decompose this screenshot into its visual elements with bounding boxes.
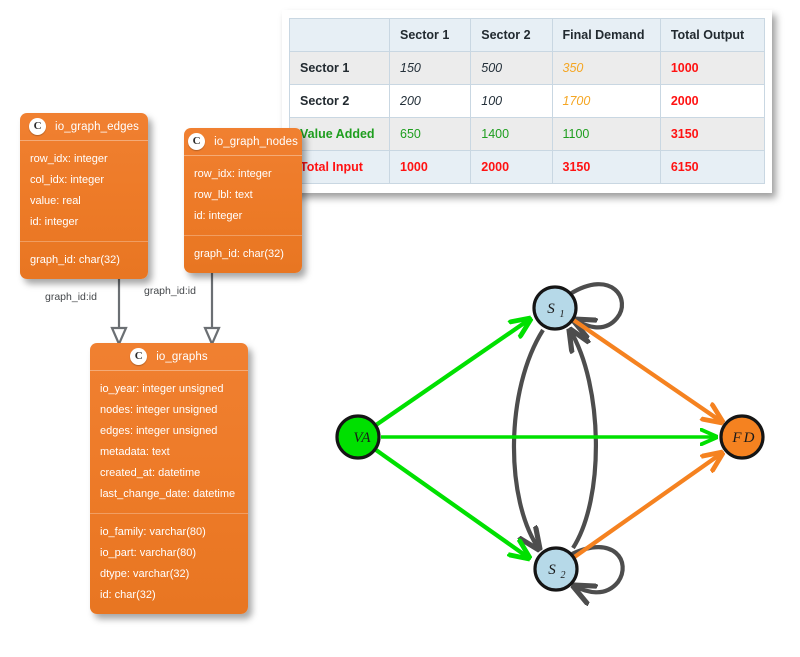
cell-va-fd: 1100 [551,117,661,151]
edge-s2-fd [571,453,722,560]
uml-attribute-section: io_year: integer unsigned nodes: integer… [90,371,248,513]
table-header-row: Sector 1 Sector 2 Final Demand Total Out… [289,18,766,52]
class-badge-icon: C [29,118,47,135]
cell-s2-to: 2000 [659,84,766,118]
uml-attribute: id: integer [30,216,79,228]
connector-nodes-to-graphs [203,270,221,347]
uml-class-io-graph-edges[interactable]: C io_graph_edges row_idx: integer col_id… [20,113,148,279]
edge-va-s2 [374,448,529,558]
uml-attribute: row_lbl: text [194,189,253,201]
connector-label-nodes: graph_id:id [144,285,196,297]
connector-label-edges: graph_id:id [45,291,97,303]
cell-ti-to: 6150 [659,150,766,184]
uml-class-name: io_graphs [156,350,208,363]
edge-s2-s1 [570,330,598,550]
io-table: Sector 1 Sector 2 Final Demand Total Out… [289,18,766,184]
table-row: Sector 2 200 100 1700 2000 [289,84,766,118]
graph-node-fd[interactable]: F D [719,414,765,460]
table-row: Sector 1 150 500 350 1000 [289,51,766,85]
uml-attribute: dtype: varchar(32) [100,568,190,580]
uml-class-io-graphs[interactable]: C io_graphs io_year: integer unsigned no… [90,343,248,614]
graph-node-s1[interactable]: S 1 [532,285,578,331]
uml-key-section: graph_id: char(32) [20,241,148,279]
uml-header: C io_graphs [90,343,248,371]
cell-s2-s1: 200 [388,84,472,118]
header-sector-2: Sector 2 [470,18,553,52]
uml-attribute: edges: integer unsigned [100,425,218,437]
uml-attribute-section: row_idx: integer row_lbl: text id: integ… [184,156,302,235]
cell-s2-s2: 100 [470,84,553,118]
header-sector-1: Sector 1 [388,18,472,52]
table-row: Total Input 1000 2000 3150 6150 [289,150,766,184]
cell-ti-s2: 2000 [470,150,553,184]
uml-attribute-section: row_idx: integer col_idx: integer value:… [20,141,148,241]
graph-node-va-sublabel: A [360,430,371,446]
uml-key-section: graph_id: char(32) [184,235,302,273]
cell-va-to: 3150 [659,117,766,151]
graph-node-va-label: V [353,430,364,446]
edge-s1-s2 [511,328,545,549]
row-label-sector-2: Sector 2 [289,84,390,118]
uml-attribute: io_year: integer unsigned [100,383,224,395]
row-label-sector-1: Sector 1 [289,51,390,85]
graph-node-s2[interactable]: S 2 [533,546,579,592]
graph-node-s1-sublabel: 1 [560,309,565,320]
cell-s1-s1: 150 [388,51,472,85]
header-blank [289,18,390,52]
row-label-value-added: Value Added [289,117,390,151]
uml-header: C io_graph_nodes [184,128,302,156]
uml-attribute: nodes: integer unsigned [100,404,218,416]
uml-attribute: value: real [30,195,81,207]
uml-header: C io_graph_edges [20,113,148,141]
graph-node-s2-label: S [548,562,556,578]
uml-class-name: io_graph_edges [55,120,139,133]
uml-attribute: graph_id: char(32) [30,254,120,266]
table-row: Value Added 650 1400 1100 3150 [289,117,766,151]
uml-attribute: row_idx: integer [194,168,272,180]
uml-attribute: row_idx: integer [30,153,108,165]
cell-s1-to: 1000 [659,51,766,85]
uml-attribute: io_part: varchar(80) [100,547,196,559]
edge-s1-fd [570,317,722,422]
connector-edges-to-graphs [110,276,128,347]
graph-node-fd-label: F [731,430,742,446]
cell-va-s1: 650 [388,117,472,151]
uml-attribute: io_family: varchar(80) [100,526,206,538]
cell-ti-s1: 1000 [388,150,472,184]
cell-va-s2: 1400 [470,117,553,151]
class-badge-icon: C [188,133,206,150]
graph-node-s1-label: S [547,301,555,317]
uml-attribute: graph_id: char(32) [194,248,284,260]
uml-attribute: created_at: datetime [100,467,201,479]
header-final-demand: Final Demand [551,18,661,52]
graph-node-va[interactable]: V A [335,414,381,460]
cell-s2-fd: 1700 [551,84,661,118]
edge-s2-self-loop [572,545,625,592]
uml-class-name: io_graph_nodes [214,135,298,148]
cell-s1-s2: 500 [470,51,553,85]
graph-node-fd-sublabel: D [743,430,755,446]
uml-attribute: last_change_date: datetime [100,488,236,500]
graph-node-s2-sublabel: 2 [561,570,566,581]
uml-key-section: io_family: varchar(80) io_part: varchar(… [90,513,248,614]
io-table-panel: Sector 1 Sector 2 Final Demand Total Out… [282,10,772,193]
uml-class-io-graph-nodes[interactable]: C io_graph_nodes row_idx: integer row_lb… [184,128,302,273]
edge-va-s1 [374,319,530,427]
header-total-output: Total Output [659,18,766,52]
row-label-total-input: Total Input [289,150,390,184]
uml-attribute: id: integer [194,210,243,222]
cell-s1-fd: 350 [551,51,661,85]
class-badge-icon: C [130,348,148,365]
cell-ti-fd: 3150 [551,150,661,184]
uml-attribute: col_idx: integer [30,174,104,186]
edge-s1-self-loop [568,282,624,327]
uml-attribute: metadata: text [100,446,170,458]
uml-attribute: id: char(32) [100,589,156,601]
